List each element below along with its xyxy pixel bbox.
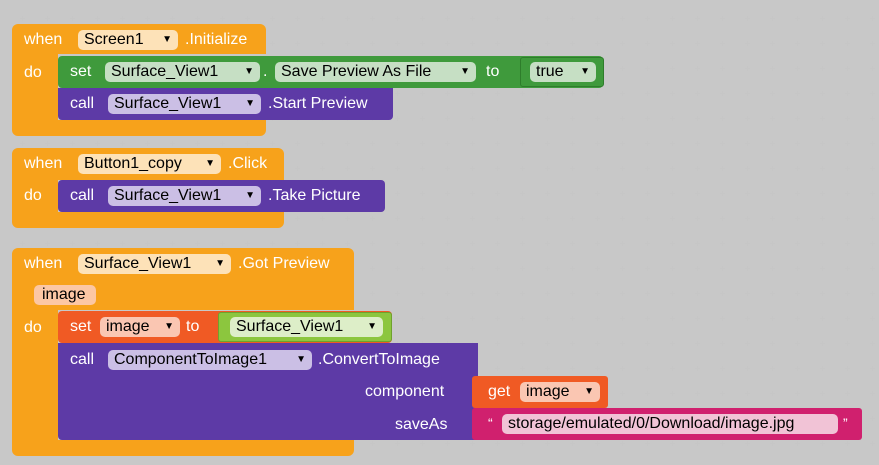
method-name: .Take Picture <box>268 187 361 204</box>
parameter-image[interactable]: image <box>34 285 96 305</box>
component-dropdown[interactable]: Screen1▼ <box>78 30 178 50</box>
component-dropdown[interactable]: Surface_View1▼ <box>105 62 260 82</box>
quote-close: ” <box>843 415 848 431</box>
when-keyword: when <box>24 255 63 272</box>
do-keyword: do <box>24 319 42 336</box>
component-dropdown[interactable]: Surface_View1▼ <box>108 94 261 114</box>
call-keyword: call <box>70 95 95 112</box>
method-name: .ConvertToImage <box>318 351 440 368</box>
set-keyword: set <box>70 63 92 80</box>
variable-dropdown[interactable]: image▼ <box>520 382 600 402</box>
when-keyword: when <box>24 31 63 48</box>
boolean-dropdown[interactable]: true▼ <box>530 62 596 82</box>
component-dropdown[interactable]: Surface_View1▼ <box>230 317 383 337</box>
get-keyword: get <box>488 383 511 400</box>
set-keyword: set <box>70 318 92 335</box>
event-name: .Got Preview <box>238 255 330 272</box>
argument-label-component: component <box>365 383 445 400</box>
component-dropdown[interactable]: Button1_copy▼ <box>78 154 221 174</box>
when-keyword: when <box>24 155 63 172</box>
to-keyword: to <box>186 318 200 335</box>
do-keyword: do <box>24 187 42 204</box>
argument-label-saveas: saveAs <box>395 416 448 433</box>
quote-open: “ <box>488 415 493 431</box>
component-dropdown[interactable]: ComponentToImage1▼ <box>108 350 312 370</box>
call-keyword: call <box>70 351 95 368</box>
component-dropdown[interactable]: Surface_View1▼ <box>78 254 231 274</box>
call-keyword: call <box>70 187 95 204</box>
component-dropdown[interactable]: Surface_View1▼ <box>108 186 261 206</box>
variable-dropdown[interactable]: image▼ <box>100 317 180 337</box>
event-name: .Click <box>228 155 268 172</box>
do-keyword: do <box>24 64 42 81</box>
string-value-field[interactable]: storage/emulated/0/Download/image.jpg <box>502 414 838 434</box>
method-name: .Start Preview <box>268 95 368 112</box>
event-name: .Initialize <box>185 31 248 48</box>
dot-separator: . <box>263 63 268 80</box>
to-keyword: to <box>486 63 500 80</box>
property-dropdown[interactable]: Save Preview As File▼ <box>275 62 476 82</box>
